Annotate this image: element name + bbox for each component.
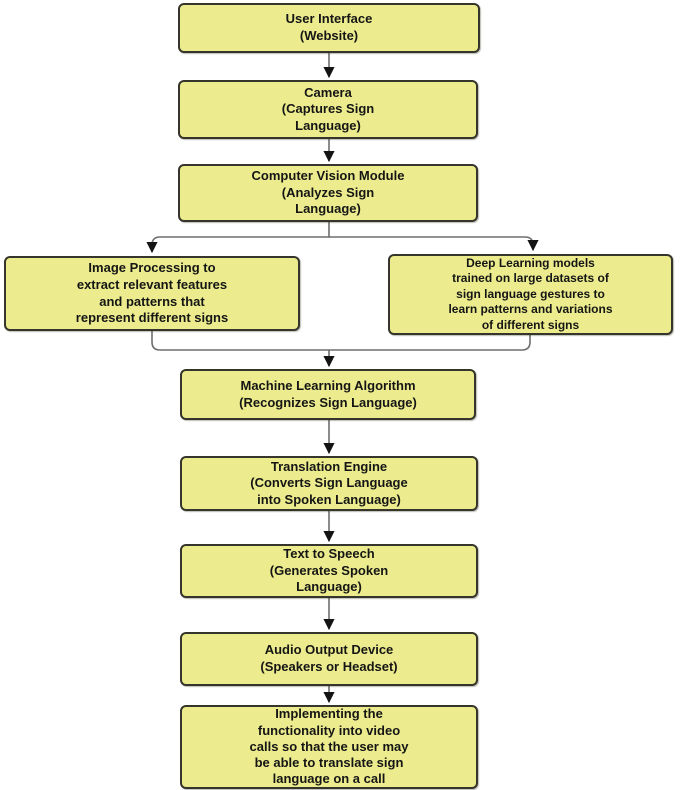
node-machine-learning-algorithm-label: Machine Learning Algorithm (Recognizes S… bbox=[239, 377, 417, 410]
node-deep-learning-label: Deep Learning models trained on large da… bbox=[448, 255, 613, 332]
node-computer-vision-module-label: Computer Vision Module (Analyzes Sign La… bbox=[251, 168, 405, 217]
node-camera-label: Camera (Captures Sign Language) bbox=[281, 84, 375, 133]
connector-deep-learning-to-join bbox=[329, 335, 531, 351]
node-camera: Camera (Captures Sign Language) bbox=[178, 80, 478, 139]
arrow-computer-vision-to-image-processing bbox=[146, 222, 330, 254]
node-deep-learning: Deep Learning models trained on large da… bbox=[388, 254, 673, 335]
node-user-interface-label: User Interface (Website) bbox=[285, 11, 373, 43]
node-image-processing: Image Processing to extract relevant fea… bbox=[4, 256, 300, 331]
node-user-interface: User Interface (Website) bbox=[178, 3, 480, 53]
node-translation-engine-label: Translation Engine (Converts Sign Langua… bbox=[250, 458, 408, 507]
node-video-call-implementation-label: Implementing the functionality into vide… bbox=[249, 706, 409, 787]
node-machine-learning-algorithm: Machine Learning Algorithm (Recognizes S… bbox=[180, 369, 476, 420]
node-computer-vision-module: Computer Vision Module (Analyzes Sign La… bbox=[178, 164, 478, 222]
node-image-processing-label: Image Processing to extract relevant fea… bbox=[75, 260, 229, 326]
node-text-to-speech: Text to Speech (Generates Spoken Languag… bbox=[180, 544, 478, 598]
node-audio-output-device: Audio Output Device (Speakers or Headset… bbox=[180, 632, 478, 686]
node-audio-output-device-label: Audio Output Device (Speakers or Headset… bbox=[260, 642, 398, 674]
node-translation-engine: Translation Engine (Converts Sign Langua… bbox=[180, 456, 478, 511]
connector-image-processing-to-join bbox=[151, 331, 329, 351]
node-text-to-speech-label: Text to Speech (Generates Spoken Languag… bbox=[269, 546, 389, 595]
node-video-call-implementation: Implementing the functionality into vide… bbox=[180, 705, 478, 789]
arrow-computer-vision-to-deep-learning bbox=[329, 236, 539, 252]
